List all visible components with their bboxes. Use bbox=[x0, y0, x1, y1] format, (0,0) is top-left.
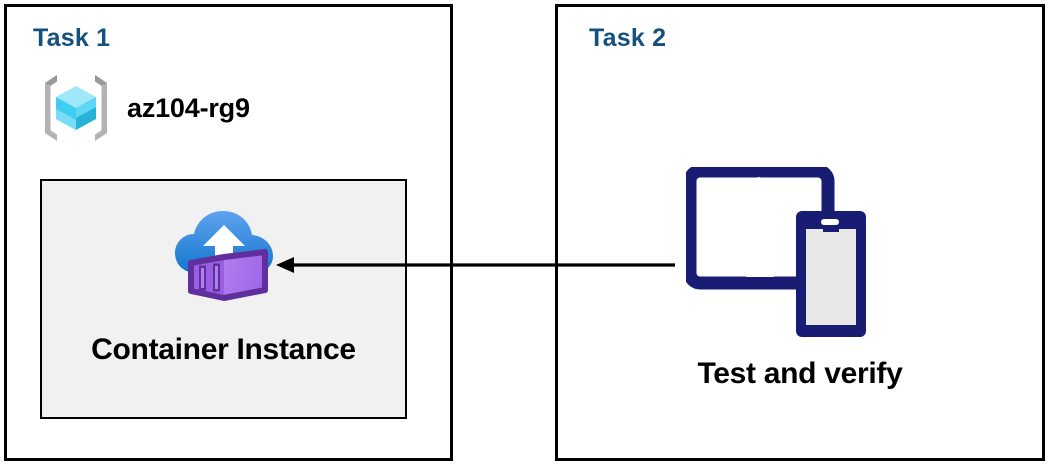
task-2-title: Task 2 bbox=[589, 24, 667, 52]
azure-resource-group-icon bbox=[45, 75, 107, 141]
task-1-title: Task 1 bbox=[33, 24, 111, 52]
test-and-verify-label: Test and verify bbox=[697, 357, 903, 390]
container-instance-icon bbox=[174, 211, 273, 301]
container-instance-card: Container Instance bbox=[40, 179, 407, 419]
resource-group-row: az104-rg9 bbox=[37, 69, 250, 147]
tablet-and-phone-icon bbox=[686, 167, 866, 337]
task-1-panel: Task 1 az104-rg9 bbox=[4, 4, 453, 461]
container-instance-label: Container Instance bbox=[91, 333, 356, 366]
task-2-panel: Task 2 Test and verify bbox=[555, 4, 1045, 461]
resource-group-label: az104-rg9 bbox=[127, 92, 250, 123]
